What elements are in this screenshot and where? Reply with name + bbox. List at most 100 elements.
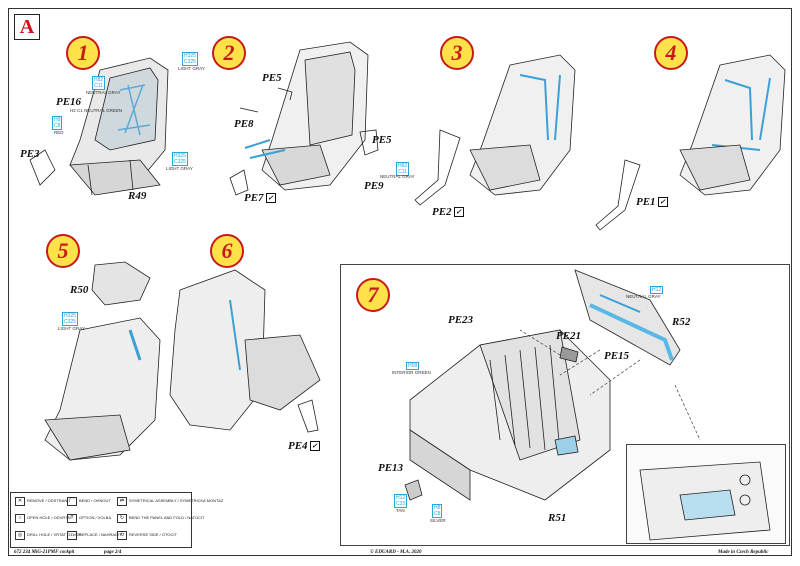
color-code: C325 — [64, 319, 76, 325]
replace-icon: ↔ — [67, 531, 77, 540]
part-pe15: PE15 — [604, 350, 630, 362]
check-icon: ✓ — [309, 441, 320, 452]
color-name: NEUTRAL GRAY — [86, 90, 121, 95]
legend-item: OPEN HOLE / ODVRTAT — [27, 515, 73, 520]
part-pe7: PE7✓ — [244, 192, 276, 204]
step-4: 4 — [654, 36, 688, 70]
color-name: LIGHT GRAY — [58, 326, 85, 331]
color-code: C325 — [174, 159, 186, 165]
color-code: C11 — [398, 169, 407, 175]
part-pe9: PE9 — [364, 180, 384, 192]
footer-copyright: © EDUARD - M.A. 2020 — [370, 550, 422, 555]
color-code: H12 — [396, 495, 406, 501]
legend-item: DRILL HOLE / VRTAT OTVOR — [27, 532, 82, 537]
legend-item: BEND / OHNOUT — [79, 498, 111, 503]
seat-drawing-6 — [169, 269, 321, 433]
color-code: H2 — [70, 108, 76, 113]
legend-item: REMOVE / ODSTRANIT — [27, 498, 71, 503]
color-code: H58 — [408, 363, 418, 369]
reverse-icon: ⟲ — [117, 531, 127, 540]
legend-item: BEND THE PANEL AND FOLD / NATOCIT — [129, 515, 205, 520]
color-name: NEUTRAL GREEN — [84, 108, 123, 113]
part-r49: R49 — [128, 190, 147, 202]
step-5: 5 — [46, 234, 80, 268]
color-code: C8 — [434, 511, 441, 517]
open-hole-icon: ○ — [15, 514, 25, 523]
color-callout-interior-green: H58 — [406, 362, 420, 370]
part-r50: R50 — [70, 284, 89, 296]
footer-origin: Made in Czech Republic — [718, 550, 769, 555]
footer: 672 234 MiG-21PMF cockpit page 2/4 © EDU… — [8, 548, 792, 558]
part-pe21: PE21 — [556, 330, 582, 342]
section-tag: A — [14, 14, 40, 40]
part-pe1-label: PE1 — [636, 196, 656, 208]
step-6: 6 — [210, 234, 244, 268]
part-pe1: PE1✓ — [636, 196, 668, 208]
color-name: NEUTRAL GRAY — [626, 294, 661, 299]
color-code: H325 — [174, 153, 186, 159]
part-pe2-label: PE2 — [432, 206, 452, 218]
color-code: H8 — [54, 117, 61, 123]
step-2: 2 — [212, 36, 246, 70]
color-name: NEUTRAL GRAY — [380, 174, 415, 179]
option-icon: ? — [67, 514, 77, 523]
instruction-sheet — [8, 8, 792, 556]
color-name: SILVER — [430, 518, 446, 523]
part-pe5-upper: PE5 — [262, 72, 282, 84]
step-1: 1 — [66, 36, 100, 70]
check-icon: ✓ — [453, 207, 464, 218]
part-pe16: PE16 — [56, 96, 82, 108]
drill-icon: ◎ — [15, 531, 25, 540]
step-3: 3 — [440, 36, 474, 70]
legend-item: REPLACE / NAHRADIT — [79, 532, 122, 537]
check-icon: ✓ — [657, 197, 668, 208]
part-pe4-label: PE4 — [288, 440, 308, 452]
color-name: LIGHT GRAY — [166, 166, 193, 171]
symmetry-icon: ⇄ — [117, 497, 127, 506]
color-code: C11 — [94, 83, 103, 89]
seat-drawing-3 — [414, 54, 576, 206]
part-r52: R52 — [672, 316, 691, 328]
color-callout-neutral-green: H2 C1 NEUTRAL GREEN — [70, 108, 122, 113]
color-code: H82 — [94, 77, 104, 83]
footer-product: 672 234 MiG-21PMF cockpit — [14, 550, 75, 555]
color-code: C8 — [54, 123, 61, 129]
color-code: C33 — [396, 501, 406, 507]
part-pe3: PE3 — [20, 148, 40, 160]
color-code: H325 — [184, 53, 196, 59]
color-code: H12 — [652, 287, 662, 293]
footer-page: page 2/4 — [104, 550, 122, 555]
remove-icon: ✕ — [15, 497, 25, 506]
step-7: 7 — [356, 278, 390, 312]
color-callout-neutral-gray: H12 — [650, 286, 664, 294]
legend-item: OPTION / VOLBA — [79, 515, 112, 520]
part-pe4: PE4✓ — [288, 440, 320, 452]
legend-item: SYMETRICAL ASSEMBLY / SYMETRICKA MONTAZ — [129, 498, 224, 503]
part-pe8: PE8 — [234, 118, 254, 130]
cockpit-tub — [409, 329, 611, 501]
check-icon: ✓ — [265, 193, 276, 204]
symbol-legend: ✕ REMOVE / ODSTRANIT ⌒ BEND / OHNOUT ⇄ S… — [10, 492, 223, 548]
color-code: C1 — [77, 108, 83, 113]
part-r51: R51 — [548, 512, 567, 524]
seat-drawing-4 — [595, 54, 786, 231]
seat-drawing-5 — [44, 261, 161, 461]
color-name: LIGHT GRAY — [178, 66, 205, 71]
color-name: RED — [54, 130, 64, 135]
part-pe13: PE13 — [378, 462, 404, 474]
color-code: H8 — [434, 505, 441, 511]
part-pe5-lower: PE5 — [372, 134, 392, 146]
part-pe7-label: PE7 — [244, 192, 264, 204]
color-name: INTERIOR GREEN — [392, 370, 431, 375]
part-pe23: PE23 — [448, 314, 474, 326]
color-name: TAN — [396, 508, 405, 513]
